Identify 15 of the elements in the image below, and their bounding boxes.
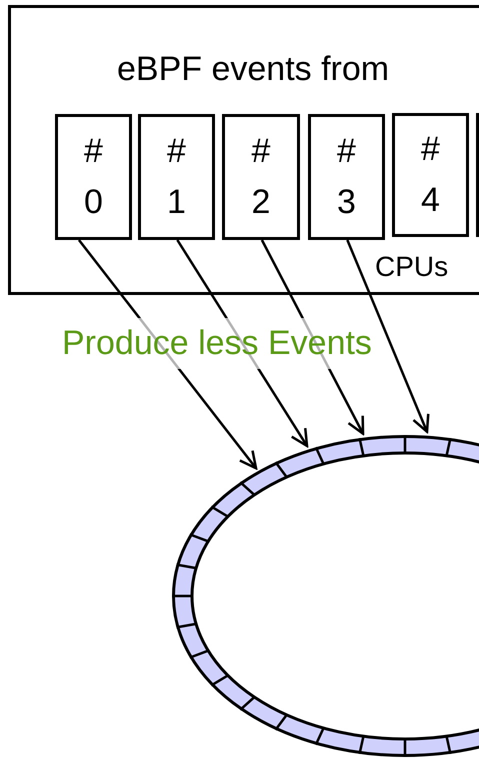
cpus-label: CPUs: [375, 250, 448, 284]
panel-title: eBPF events from: [117, 49, 390, 90]
cpu-box: [308, 114, 385, 240]
cpu-box: [392, 113, 469, 237]
cpu-number: # 2: [250, 131, 272, 223]
arrow: [346, 240, 430, 433]
note-text: Produce less Events: [62, 318, 372, 369]
cpu-number: # 4: [420, 129, 441, 221]
cpu-box: [55, 114, 132, 240]
cpu-number: # 0: [83, 131, 104, 223]
cpu-number: # 1: [166, 131, 187, 223]
cpu-box: [138, 114, 215, 240]
cpu-box: [222, 114, 300, 240]
panel-box: [8, 5, 479, 295]
cpu-number: # 3: [336, 131, 357, 223]
